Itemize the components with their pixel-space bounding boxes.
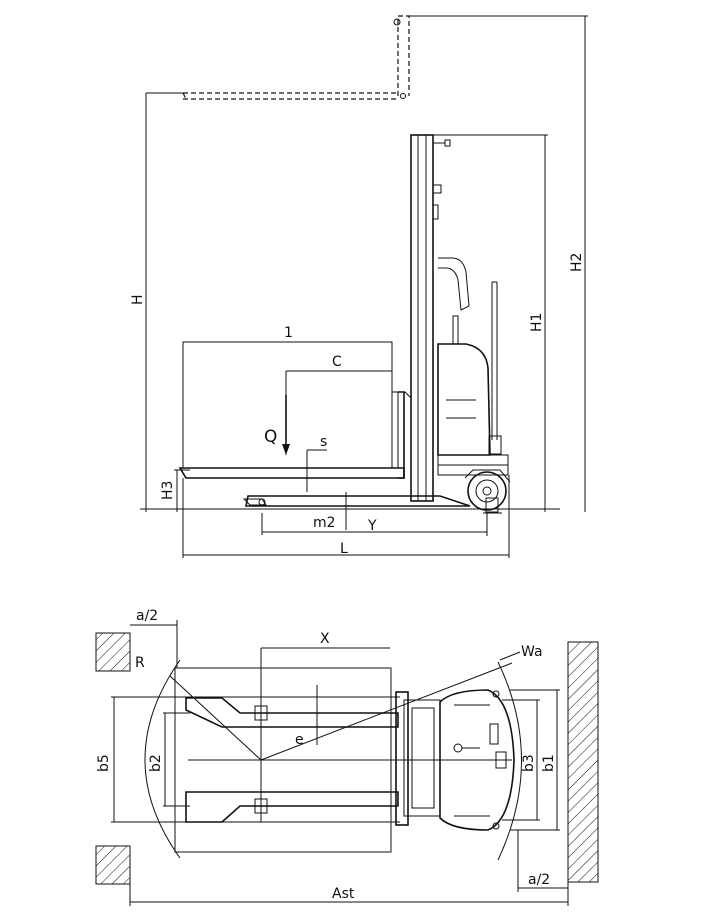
top-view: a/2 a/2 R X Wa e b5 b2 b3 b1 Ast — [95, 608, 599, 906]
label-b3: b3 — [521, 754, 537, 772]
truck-body — [437, 315, 509, 476]
wall-bottom-left — [95, 845, 131, 885]
label-s: s — [320, 434, 327, 450]
side-view: H H1 H2 H3 1 C Q s m2 Y L — [130, 15, 588, 558]
dim-ast — [129, 882, 569, 906]
dim-c — [285, 370, 392, 455]
label-b1: b1 — [541, 754, 557, 772]
dim-l — [182, 475, 510, 558]
label-ast: Ast — [332, 886, 355, 902]
handle-guard — [438, 257, 470, 311]
wall-right — [567, 641, 599, 883]
wa-leader — [499, 651, 521, 661]
label-r: R — [135, 655, 145, 671]
dim-h3 — [174, 469, 190, 512]
dim-h — [145, 92, 183, 512]
dim-h1 — [433, 134, 548, 512]
arc-right — [497, 661, 522, 861]
wall-top-left — [95, 632, 131, 672]
lowered-forks — [178, 391, 412, 479]
label-h3: H3 — [160, 481, 176, 500]
dim-b3-b1 — [502, 689, 560, 831]
drive-wheel — [464, 469, 511, 514]
dim-a-half-right — [517, 830, 568, 892]
label-a-half-right: a/2 — [528, 872, 550, 888]
dim-x — [260, 647, 390, 822]
label-h: H — [130, 294, 146, 305]
dim-a-half-left — [130, 620, 178, 668]
load-arrow — [282, 395, 290, 455]
base-legs — [242, 495, 471, 507]
arc-left — [144, 659, 181, 859]
dim-y — [262, 512, 488, 536]
label-a-half-left: a/2 — [136, 608, 158, 624]
label-c: C — [332, 354, 342, 370]
label-b2: b2 — [148, 754, 164, 772]
label-h2: H2 — [569, 253, 585, 272]
label-y: Y — [367, 518, 377, 534]
raised-forks — [182, 15, 410, 100]
label-h1: H1 — [529, 313, 545, 332]
label-x: X — [320, 631, 330, 647]
tiller — [488, 281, 502, 455]
label-q: Q — [264, 427, 277, 447]
dim-h2 — [409, 15, 588, 512]
radius-r — [169, 675, 262, 761]
b2-lines — [163, 712, 190, 807]
label-m2: m2 — [313, 515, 336, 531]
mast — [410, 134, 451, 502]
label-l-load: 1 — [284, 325, 293, 341]
chassis-top — [395, 689, 515, 831]
radius-wa — [260, 662, 513, 761]
label-e: e — [295, 732, 304, 748]
label-wa: Wa — [521, 644, 543, 660]
label-b5: b5 — [96, 754, 112, 772]
label-l: L — [340, 541, 348, 557]
